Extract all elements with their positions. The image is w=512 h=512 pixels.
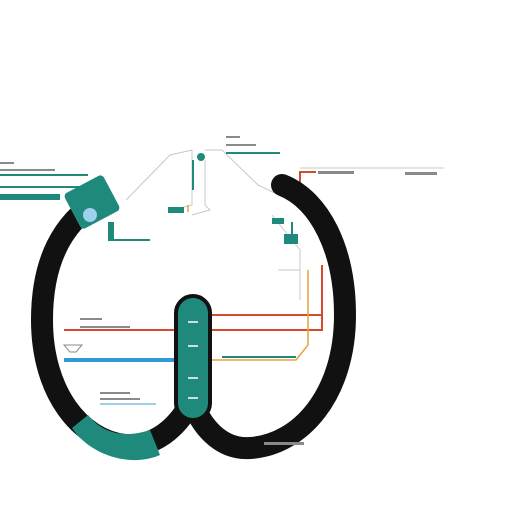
orange-right-loop	[212, 270, 309, 361]
right-branch-gray	[271, 214, 301, 271]
central-pillar	[174, 294, 212, 422]
top-sensor-icon	[197, 153, 205, 161]
valve-icon	[62, 344, 84, 353]
frame-right-arm	[181, 174, 357, 460]
teal-small-block-right-top	[272, 218, 284, 224]
frame-left-arm	[30, 189, 203, 457]
inner-drop-left	[171, 150, 193, 211]
label-marks	[0, 136, 437, 445]
roof-line-right	[205, 149, 286, 199]
teal-small-block-center	[168, 207, 184, 213]
red-right-vertical	[210, 265, 323, 331]
sensor-icon	[83, 208, 97, 222]
orange-lines	[187, 205, 309, 361]
pillar-marks	[188, 321, 198, 399]
gray-piping	[125, 149, 444, 300]
red-lines	[64, 171, 323, 331]
left-teal-bar	[0, 194, 60, 200]
roof-line-left	[125, 149, 193, 201]
teal-small-block-right	[284, 234, 298, 244]
teal-inner-left-tab	[108, 222, 114, 240]
top-left-teal-block	[64, 175, 120, 229]
frame-bottom-teal	[72, 415, 160, 461]
inner-drop-right	[191, 160, 211, 216]
